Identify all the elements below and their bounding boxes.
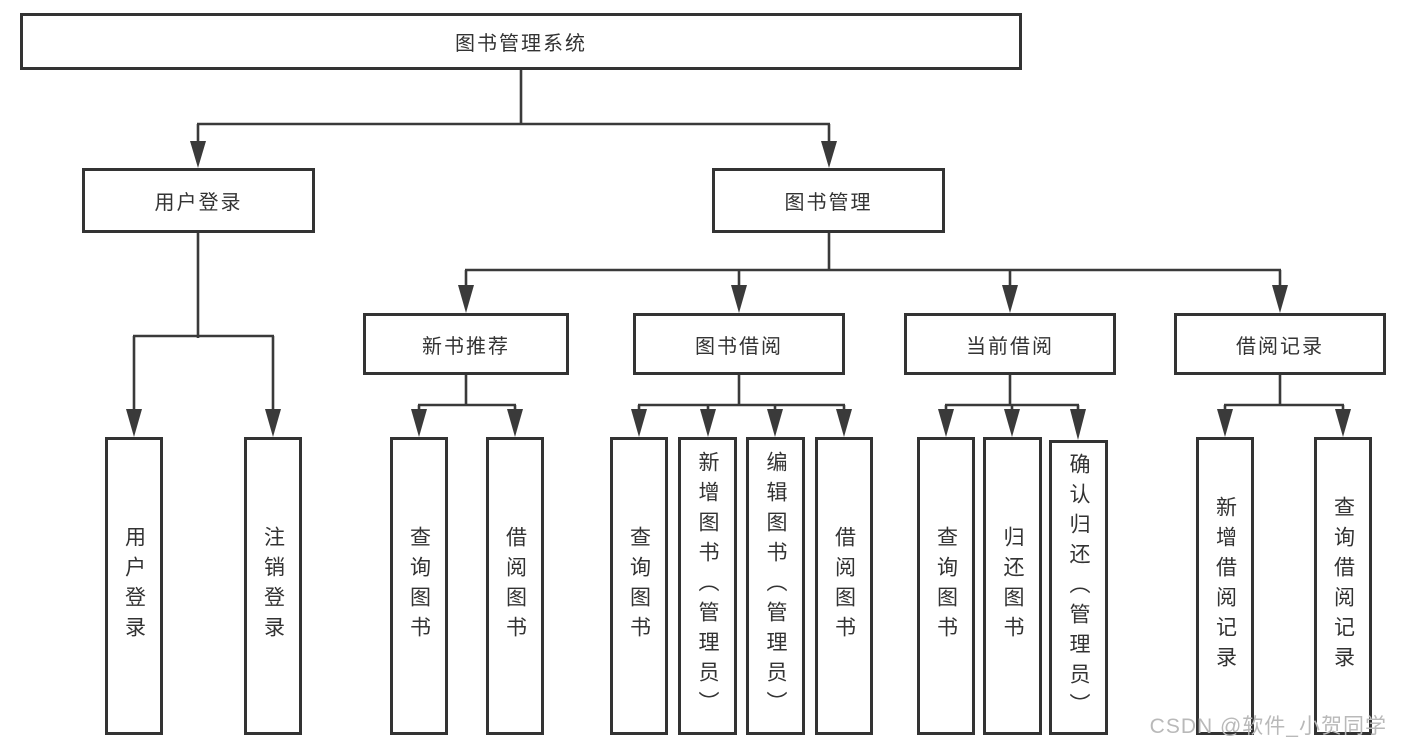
leaf-current-return-books: 归还图书 bbox=[983, 437, 1042, 735]
leaf-borrow-add-books-admin: 新增图书（管理员） bbox=[678, 437, 737, 735]
node-borrow-records: 借阅记录 bbox=[1174, 313, 1386, 375]
node-label: 图书管理系统 bbox=[455, 33, 587, 55]
leaf-current-confirm-return-admin: 确认归还（管理员） bbox=[1049, 440, 1108, 735]
node-label: 查询图书 bbox=[627, 526, 651, 646]
leaf-borrow-query-books: 查询图书 bbox=[610, 437, 668, 735]
node-book-management: 图书管理 bbox=[712, 168, 945, 233]
leaf-borrow-borrow-books: 借阅图书 bbox=[815, 437, 873, 735]
node-label: 用户登录 bbox=[154, 192, 243, 214]
node-label: 用户登录 bbox=[122, 526, 146, 646]
node-current-borrow: 当前借阅 bbox=[904, 313, 1116, 375]
leaf-newbook-query-books: 查询图书 bbox=[390, 437, 448, 735]
node-label: 借阅图书 bbox=[832, 526, 856, 646]
node-label: 图书管理 bbox=[784, 192, 873, 214]
node-label: 查询图书 bbox=[407, 526, 431, 646]
node-label: 借阅图书 bbox=[503, 526, 527, 646]
node-user-login: 用户登录 bbox=[82, 168, 315, 233]
node-book-borrow: 图书借阅 bbox=[633, 313, 845, 375]
node-label: 图书借阅 bbox=[695, 335, 783, 358]
leaf-records-query-record: 查询借阅记录 bbox=[1314, 437, 1372, 735]
node-label: 查询借阅记录 bbox=[1331, 496, 1355, 676]
node-label: 确认归还（管理员） bbox=[1067, 452, 1090, 723]
node-label: 注销登录 bbox=[261, 526, 285, 646]
node-label: 归还图书 bbox=[1001, 526, 1024, 646]
leaf-newbook-borrow-books: 借阅图书 bbox=[486, 437, 544, 735]
node-label: 编辑图书（管理员） bbox=[764, 451, 787, 721]
leaf-current-query-books: 查询图书 bbox=[917, 437, 975, 735]
node-label: 查询图书 bbox=[934, 526, 958, 646]
node-label: 当前借阅 bbox=[966, 335, 1054, 358]
node-label: 新增借阅记录 bbox=[1213, 496, 1237, 676]
node-new-book-recommend: 新书推荐 bbox=[363, 313, 569, 375]
leaf-borrow-edit-books-admin: 编辑图书（管理员） bbox=[746, 437, 805, 735]
leaf-user-login: 用户登录 bbox=[105, 437, 163, 735]
csdn-watermark: CSDN @软件_小贺同学 bbox=[1149, 715, 1387, 738]
node-label: 新增图书（管理员） bbox=[696, 451, 719, 721]
node-label: 新书推荐 bbox=[422, 335, 510, 358]
node-root-book-management-system: 图书管理系统 bbox=[20, 13, 1022, 70]
leaf-logout: 注销登录 bbox=[244, 437, 302, 735]
node-label: 借阅记录 bbox=[1236, 335, 1324, 358]
leaf-records-add-record: 新增借阅记录 bbox=[1196, 437, 1254, 735]
